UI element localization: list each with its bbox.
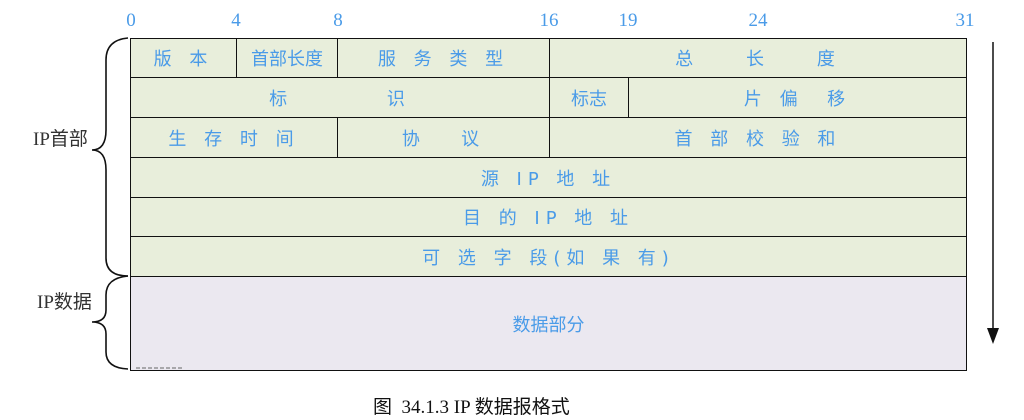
field-source-ip: 源 IP 地 址 <box>130 157 967 198</box>
bit-tick: 0 <box>126 10 136 31</box>
figure-caption: 图 34.1.3 IP 数据报格式 <box>373 397 570 418</box>
header-brace-icon <box>91 37 129 277</box>
field-data: 数据部分 <box>130 276 967 371</box>
bit-tick: 31 <box>955 10 975 31</box>
field-protocol: 协 议 <box>337 117 550 158</box>
bit-tick: 4 <box>231 10 241 31</box>
field-ttl: 生 存 时 间 <box>130 117 338 158</box>
bit-tick: 8 <box>333 10 343 31</box>
field-checksum: 首 部 校 验 和 <box>549 117 967 158</box>
field-service-type: 服 务 类 型 <box>337 38 550 78</box>
data-brace-icon <box>91 275 129 370</box>
bit-tick: 16 <box>539 10 559 31</box>
field-fragment-offset: 片 偏 移 <box>628 77 967 118</box>
label-ip-header: IP首部 <box>33 129 88 150</box>
label-ip-data: IP数据 <box>37 292 92 313</box>
down-arrow-icon <box>987 328 999 344</box>
field-total-length: 总 长 度 <box>549 38 967 78</box>
field-header-length: 首部长度 <box>236 38 338 78</box>
field-flags: 标志 <box>549 77 629 118</box>
bit-tick: 19 <box>618 10 638 31</box>
bit-tick: 24 <box>748 10 768 31</box>
field-identification: 标 识 <box>130 77 550 118</box>
